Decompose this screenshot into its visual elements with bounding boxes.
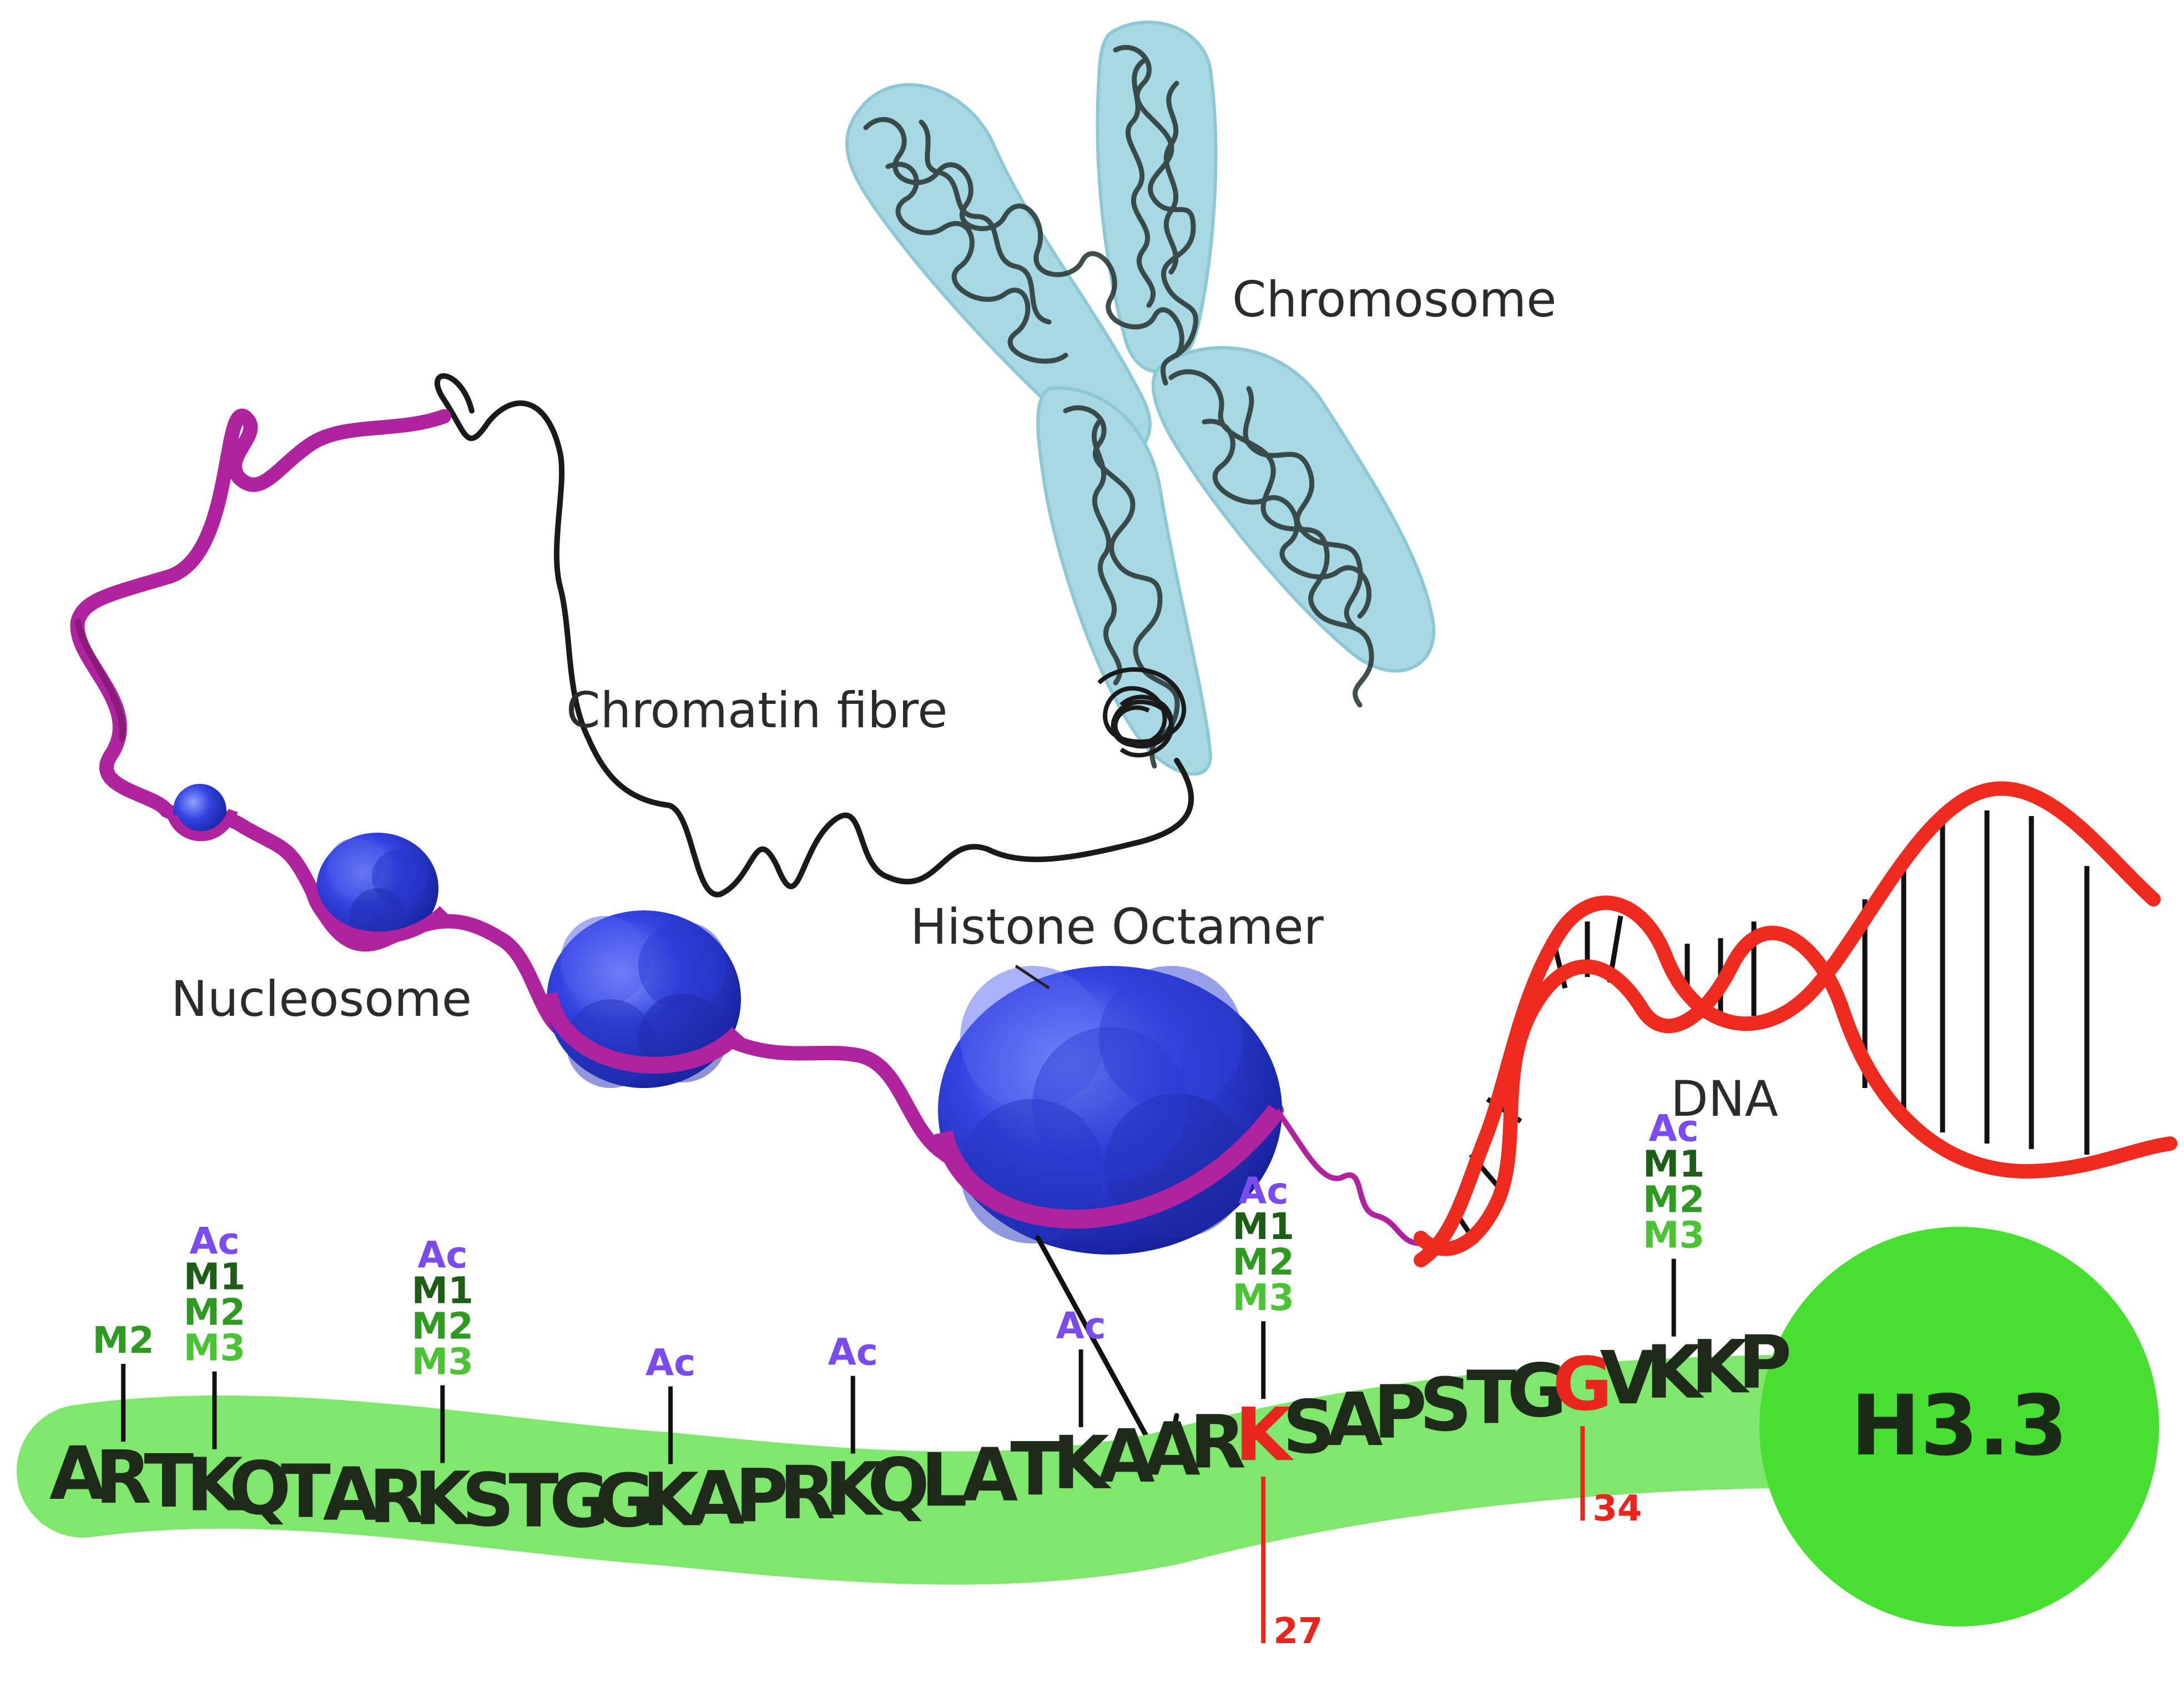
mod-m1-res-27: M1 — [1232, 1205, 1294, 1248]
chromosome-halo-left-upper — [845, 83, 1152, 457]
h33-label: H3.3 — [1850, 1378, 2067, 1474]
residue-2: R — [95, 1435, 152, 1520]
nucleosome-small — [167, 784, 238, 842]
mod-m2-res-4: M2 — [184, 1291, 246, 1334]
residue-11: T — [509, 1459, 559, 1544]
residue-25: A — [1144, 1407, 1201, 1492]
mod-ac-res-23: Ac — [1056, 1305, 1106, 1347]
chromatin-fibre-line — [434, 373, 1194, 898]
chromosome: Chromosome — [845, 21, 1556, 776]
residue-23: K — [1052, 1421, 1112, 1506]
residue-32: T — [1466, 1355, 1516, 1441]
mod-m2-res-2: M2 — [92, 1319, 154, 1362]
mod-m1-res-9: M1 — [411, 1269, 473, 1312]
mod-ac-res-36: Ac — [1649, 1107, 1699, 1150]
residue-28: S — [1283, 1385, 1335, 1471]
position-markers: 27 34 — [1261, 1426, 1642, 1652]
octamer-pointer-line — [1015, 964, 1050, 990]
residue-35: V — [1600, 1336, 1656, 1421]
residue-30: P — [1373, 1370, 1427, 1456]
nucleosome-fibre-ribbon — [74, 618, 126, 742]
mod-m3-res-9: M3 — [411, 1340, 473, 1383]
position-label-34: 34 — [1592, 1488, 1642, 1529]
histone-tail-band — [17, 1354, 1898, 1585]
mod-m2-res-9: M2 — [411, 1305, 473, 1347]
position-label-27: 27 — [1273, 1611, 1323, 1652]
residue-20: L — [921, 1438, 967, 1523]
residue-27: K — [1235, 1392, 1294, 1478]
residue-16: P — [735, 1453, 789, 1539]
residue-21: A — [961, 1433, 1018, 1518]
dna-linker-twist — [1274, 1108, 1421, 1246]
dna-label: DNA — [1671, 1070, 1778, 1127]
residue-9: K — [414, 1456, 473, 1542]
residue-26: R — [1189, 1399, 1246, 1485]
mod-m1-res-4: M1 — [184, 1256, 246, 1298]
residue-24: A — [1098, 1414, 1155, 1499]
residue-34: G — [1552, 1342, 1612, 1427]
residue-18: K — [825, 1447, 884, 1533]
mod-m3-res-36: M3 — [1643, 1214, 1705, 1257]
nucleosome-array: Nucleosome Histone Octamer — [70, 409, 1421, 1255]
residue-8: R — [369, 1454, 425, 1540]
residue-36: K — [1646, 1330, 1705, 1416]
residue-13: G — [595, 1458, 655, 1544]
residue-38: P — [1738, 1320, 1792, 1406]
mod-m3-res-4: M3 — [184, 1327, 246, 1369]
residue-3: T — [144, 1439, 194, 1524]
chromosome-fibre-scribble — [863, 44, 1374, 769]
h33-circle — [1759, 1227, 2159, 1626]
nucleosome-large — [541, 910, 745, 1088]
histone-tail: H3.3 ARTKQTARKSTGGKAPRKQLATKAARKSAPSTGGV… — [17, 1107, 2159, 1652]
dna-strand-2 — [1414, 925, 2177, 1256]
residue-33: G — [1507, 1348, 1567, 1434]
mod-ac-res-9: Ac — [417, 1233, 467, 1276]
residue-14: K — [642, 1458, 702, 1543]
residue-7: A — [323, 1452, 380, 1538]
residue-17: R — [779, 1451, 836, 1536]
nucleosome-label: Nucleosome — [171, 970, 472, 1028]
residue-1: A — [49, 1431, 106, 1517]
residue-12: G — [549, 1459, 609, 1544]
mod-m3-res-27: M3 — [1232, 1276, 1294, 1319]
residue-19: Q — [867, 1443, 930, 1528]
residue-29: A — [1326, 1377, 1383, 1463]
residue-22: T — [1010, 1427, 1060, 1512]
mod-m1-res-36: M1 — [1643, 1143, 1705, 1186]
chromatin-fibre-label: Chromatin fibre — [566, 682, 947, 739]
mod-m2-res-27: M2 — [1232, 1241, 1294, 1283]
residue-4: K — [186, 1443, 245, 1528]
mod-m2-res-36: M2 — [1643, 1179, 1705, 1221]
residue-6: T — [281, 1449, 331, 1535]
histone-octamer: Histone Octamer — [910, 898, 1324, 1255]
chromatin-fibre: Chromatin fibre — [434, 373, 1194, 898]
mod-ac-res-4: Ac — [189, 1220, 239, 1263]
residue-37: K — [1691, 1325, 1751, 1410]
residue-10: S — [462, 1458, 515, 1543]
histone-octamer-label: Histone Octamer — [910, 898, 1324, 955]
nucleosome-medium — [305, 833, 448, 944]
dna-strand-1 — [1414, 781, 2161, 1267]
centromere-scribble — [1097, 667, 1186, 758]
residue-15: A — [688, 1456, 744, 1542]
mod-ac-res-14: Ac — [645, 1342, 695, 1384]
residue-31: S — [1419, 1362, 1472, 1448]
residue-5: Q — [229, 1446, 291, 1532]
mod-ac-res-27: Ac — [1238, 1170, 1288, 1212]
chromosome-label: Chromosome — [1232, 271, 1556, 328]
mod-ac-res-18: Ac — [828, 1331, 878, 1374]
octamer-small — [173, 784, 226, 837]
dna-helix: DNA — [1414, 781, 2177, 1267]
